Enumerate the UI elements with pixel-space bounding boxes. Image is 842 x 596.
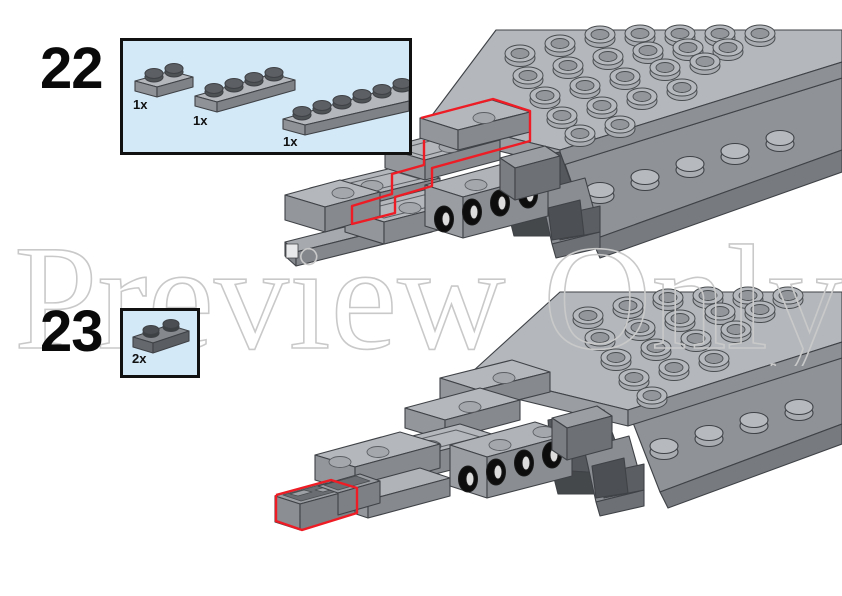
step-22-parts-callout: 1x 1x 1x	[120, 38, 412, 155]
part-plate-1x6	[282, 77, 409, 136]
step-number-22: 22	[40, 36, 104, 101]
step-23-parts-callout: 2x	[120, 308, 200, 378]
step-22-highlight-outline	[350, 97, 532, 226]
part-plate-1x2-dark	[132, 318, 190, 354]
quantity-plate-1x2-dark: 2x	[132, 351, 147, 366]
part-plate-1x2	[134, 62, 194, 98]
quantity-plate-1x4: 1x	[193, 113, 208, 128]
step-22-parts-illustration	[134, 62, 409, 136]
step-23-highlight-outline	[274, 478, 359, 532]
quantity-plate-1x2: 1x	[133, 97, 148, 112]
quantity-plate-1x6: 1x	[283, 134, 298, 149]
step-23-parts-illustration	[132, 318, 190, 354]
part-plate-1x4	[194, 66, 296, 113]
step-number-23: 23	[40, 299, 104, 364]
